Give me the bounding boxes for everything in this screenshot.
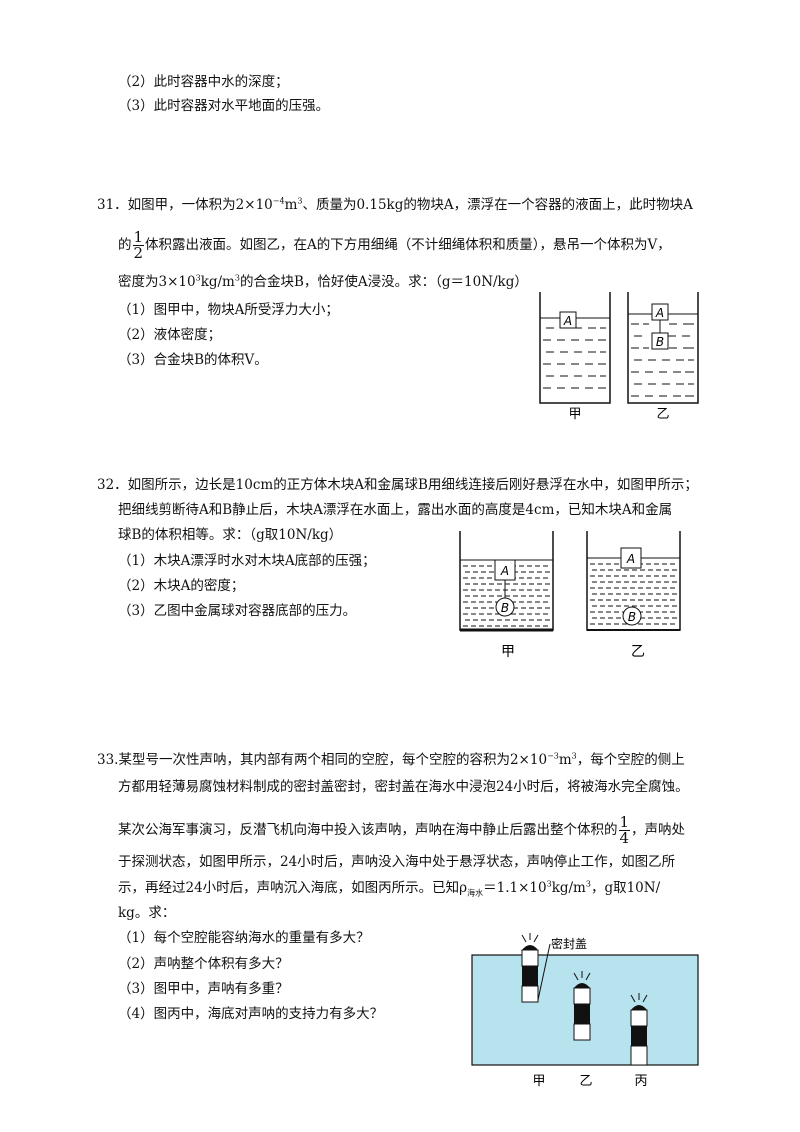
q31-fraction-numerator: 1 (132, 228, 145, 246)
q31-fraction-denominator: 2 (133, 244, 144, 262)
q32-block-a-yi (620, 547, 642, 569)
q31-label-a-yi: A (655, 306, 664, 320)
q33-figure: 密封盖 甲 乙 丙 (471, 933, 699, 1089)
q31-line-2-pre: 的 (118, 237, 132, 253)
q31-block-b-yi (651, 332, 669, 350)
q31-line-2-post: 体积露出液面。如图乙，在A的下方用细绳（不计细绳体积和质量），悬吊一个体积为V， (145, 237, 671, 253)
q31-line-1: 31．如图甲，一体积为2×10−4m3、质量为0.15kg的物块A，漂浮在一个容… (97, 196, 693, 213)
q31-label-a-jia: A (563, 314, 572, 328)
q31-item-3: （3）合金块B的体积V。 (118, 352, 268, 368)
q33-fraction-denominator: 4 (619, 829, 630, 847)
q33-fraction-numerator: 1 (618, 813, 631, 831)
q33-line-3-post: ，声呐处 (631, 822, 686, 838)
q33-line-1: 33.某型号一次性声呐，其内部有两个相同的空腔，每个空腔的容积为2×10−3m3… (97, 751, 685, 768)
q31-label-jia: 甲 (568, 407, 581, 422)
q31-item-2: （2）液体密度； (118, 327, 222, 343)
q33-label-seal: 密封盖 (551, 936, 587, 951)
q30-item-2: （2）此时容器中水的深度； (118, 74, 289, 90)
q33-item-1: （1）每个空腔能容纳海水的重量有多大？ (118, 930, 370, 946)
q31-block-a-jia (559, 311, 577, 329)
q32-label-jia: 甲 (501, 644, 515, 660)
q31-line-3: 密度为3×103kg/m3的合金块B，恰好使A浸没。求：（g＝10N/kg） (118, 273, 528, 290)
q32-line-3: 球B的体积相等。求：（g取10N/kg） (118, 527, 343, 543)
q32-label-yi: 乙 (631, 644, 645, 660)
q33-sonar-bing (630, 993, 648, 1066)
q33-line-6: kg。求： (118, 905, 176, 921)
q31-label-b-yi: B (656, 335, 664, 349)
q32-line-2: 把细线剪断待A和B静止后，木块A漂浮在水面上，露出水面的高度是4cm，已知木块A… (118, 502, 673, 518)
q31-item-1: （1）图甲中，物块A所受浮力大小； (118, 302, 339, 318)
q32-label-b-jia: B (501, 601, 509, 615)
q32-label-a-yi: A (626, 552, 635, 566)
q33-label-jia: 甲 (532, 1074, 545, 1089)
q33-sonar-jia: 密封盖 (521, 933, 587, 1003)
q32-label-b-yi: B (628, 610, 636, 624)
q30-item-3: （3）此时容器对水平地面的压强。 (118, 98, 330, 114)
q33-label-yi: 乙 (579, 1074, 592, 1089)
q31-container-jia: A 甲 (539, 292, 611, 422)
q33-sonar-yi (573, 971, 591, 1041)
q32-ball-b-jia (495, 597, 515, 617)
q33-item-2: （2）声呐整个体积有多大？ (118, 956, 289, 972)
q31-label-yi: 乙 (656, 407, 669, 422)
q33-item-3: （3）图甲中，声呐有多重？ (118, 981, 289, 997)
q32-figure: A B 甲 A B 乙 (459, 531, 681, 660)
q33-line-4: 于探测状态，如图甲所示，24小时后，声呐没入海中处于悬浮状态，声呐停止工作，如图… (118, 854, 676, 870)
q32-label-a-jia: A (500, 564, 509, 578)
q31-container-yi: A B 乙 (627, 292, 699, 422)
q32-ball-b-yi (622, 606, 642, 626)
q32-container-yi: A B 乙 (586, 531, 681, 660)
q33-item-4: （4）图丙中，海底对声呐的支持力有多大？ (118, 1006, 384, 1022)
q31-figure: A 甲 A B 乙 (539, 292, 699, 422)
q32-line-1: 32．如图所示，边长是10cm的正方体木块A和金属球B用细线连接后刚好悬浮在水中… (97, 477, 698, 493)
q33-line-3-pre: 某次公海军事演习，反潜飞机向海中投入该声呐，声呐在海中静止后露出整个体积的 (118, 822, 618, 838)
q33-line-2: 方都用轻薄易腐蚀材料制成的密封盖密封，密封盖在海水中浸泡24小时后，将被海水完全… (118, 779, 689, 795)
q32-item-1: （1）木块A漂浮时水对木块A底部的压强； (118, 553, 376, 569)
q32-item-3: （3）乙图中金属球对容器底部的压力。 (118, 603, 357, 619)
q32-container-jia: A B 甲 (459, 531, 554, 660)
q32-item-2: （2）木块A的密度； (118, 578, 245, 594)
q33-label-bing: 丙 (634, 1074, 647, 1089)
q33-seal-pointer (537, 943, 551, 1001)
q33-line-5: 示，再经过24小时后，声呐沉入海底，如图丙所示。已知ρ海水＝1.1×103kg/… (118, 879, 661, 898)
